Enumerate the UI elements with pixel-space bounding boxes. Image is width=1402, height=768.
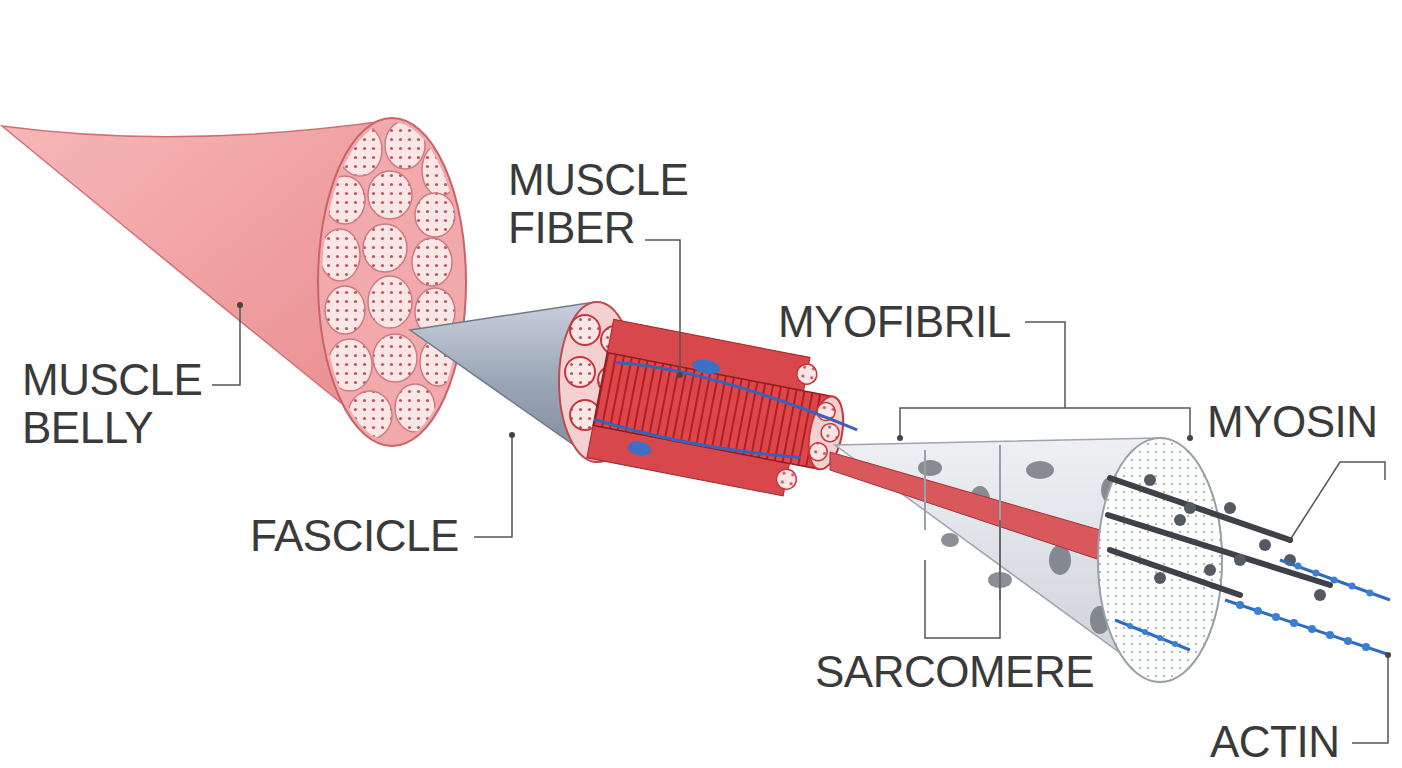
part-label: MUSCLE FIBER bbox=[508, 156, 688, 253]
part-label: MYOSIN bbox=[1207, 398, 1378, 446]
part-label: MUSCLE BELLY bbox=[22, 356, 202, 453]
part-label: FASCICLE bbox=[250, 512, 459, 560]
part-label: SARCOMERE bbox=[815, 648, 1094, 696]
part-label: MYOFIBRIL bbox=[778, 298, 1011, 346]
part-label: ACTIN bbox=[1210, 718, 1340, 766]
